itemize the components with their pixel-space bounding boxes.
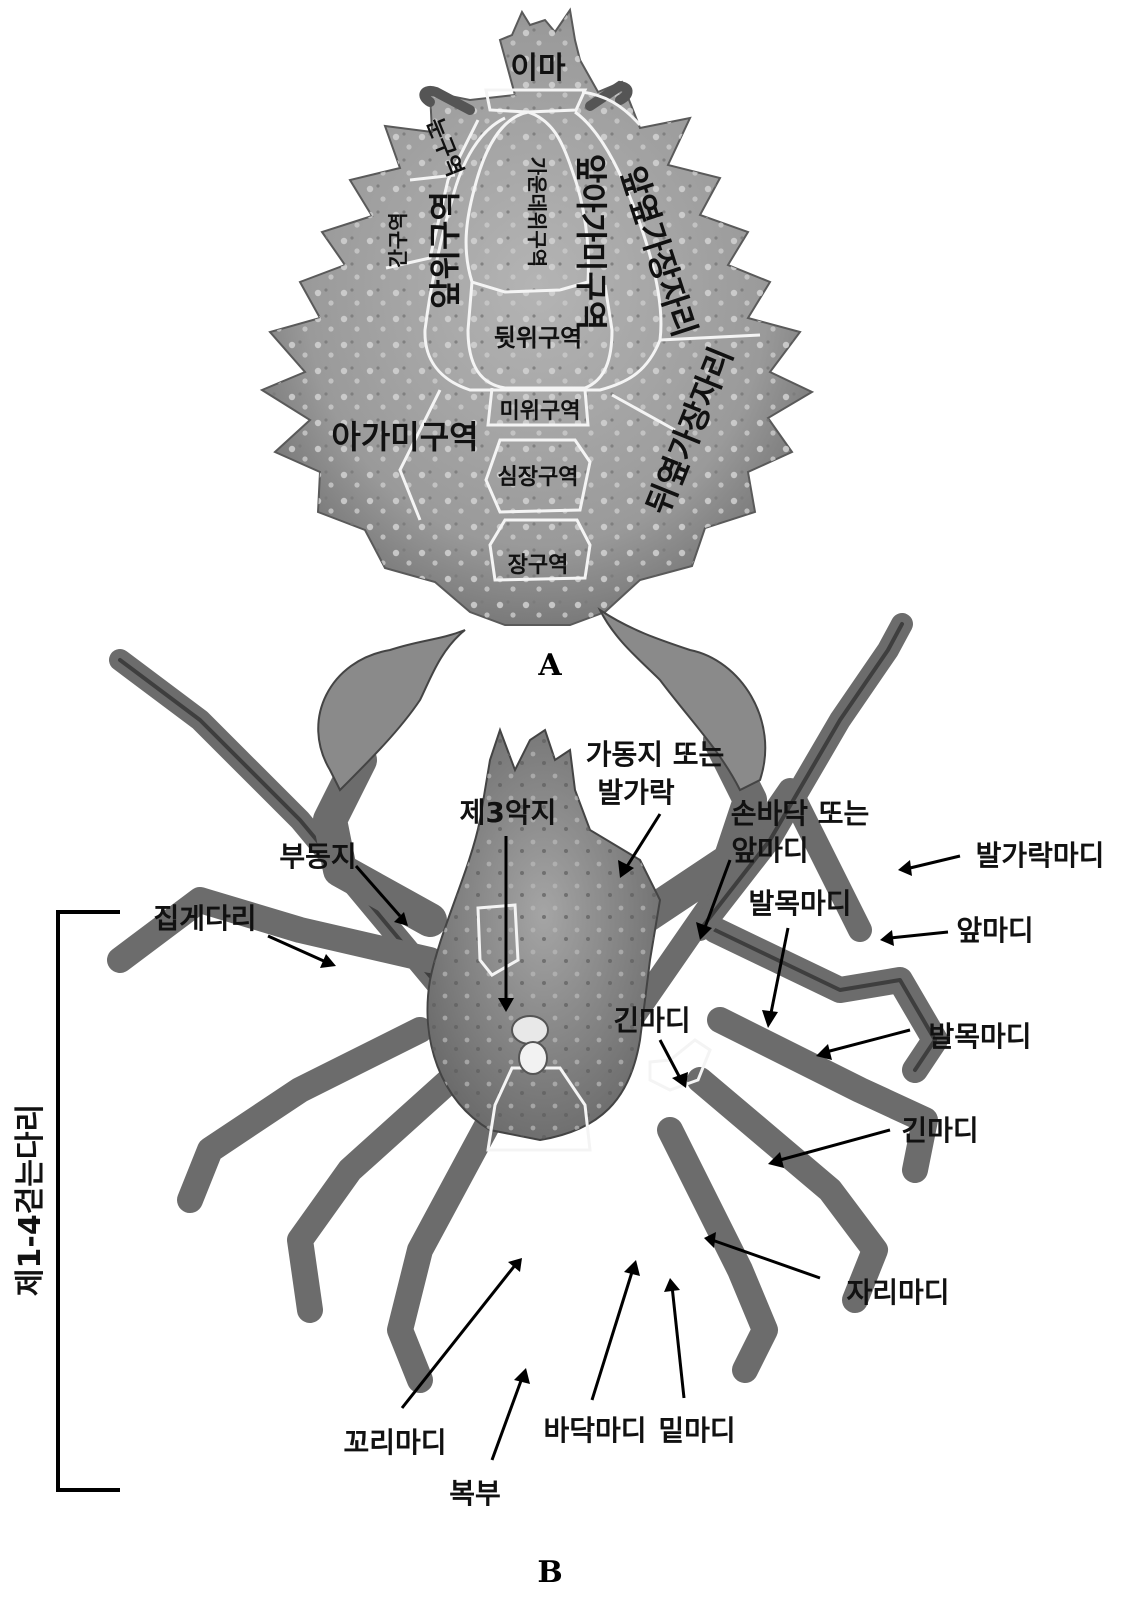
label-intestinal: 장구역 — [508, 553, 569, 578]
label-dactylus-or-finger: 가동지 또는 — [586, 738, 725, 771]
label-protogastric: 앞위구역 — [426, 191, 464, 309]
label-dactylus-or-finger-2: 발가락 — [597, 776, 675, 809]
label-telson: 꼬리마디 — [343, 1426, 446, 1459]
label-dactylus: 발가락마디 — [976, 839, 1105, 872]
label-carpus-cheliped: 발목마디 — [748, 887, 851, 920]
label-cardiac: 심장구역 — [498, 465, 579, 490]
carapace-figure: 이마 눈구역 간구역 앞위구역 가운데위구역 앞아가미구역 앞옆가장자리 뒷위구… — [262, 10, 812, 683]
label-basis: 밑마디 — [658, 1414, 735, 1447]
panel-label-b: B — [537, 1555, 562, 1590]
label-branchial: 아가미구역 — [331, 418, 478, 456]
label-front: 이마 — [510, 51, 566, 86]
label-palm-or-propodus-2: 앞마디 — [731, 834, 808, 867]
label-merus-cheliped: 긴마디 — [613, 1004, 690, 1037]
carapace-tubercles — [262, 10, 812, 625]
label-walking-legs: 제1-4걷는다리 — [13, 1104, 48, 1296]
label-merus: 긴마디 — [901, 1114, 978, 1147]
label-hepatic: 간구역 — [386, 212, 410, 267]
label-fixed-finger: 부동지 — [279, 840, 356, 873]
label-carpus: 발목마디 — [928, 1020, 1031, 1053]
label-palm-or-propodus: 손바닥 또는 — [731, 797, 870, 830]
panel-label-a: A — [537, 648, 562, 683]
label-metagastric: 뒷위구역 — [494, 324, 582, 352]
ventral-crab-figure: 가동지 또는 발가락 제3악지 손바닥 또는 앞마디 발가락마디 부동지 집게다… — [13, 610, 1104, 1590]
walking-legs-bracket — [58, 912, 120, 1490]
label-abdomen: 복부 — [449, 1477, 501, 1510]
label-ischium: 자리마디 — [846, 1276, 949, 1309]
label-epibranchial: 앞아가미구역 — [572, 154, 610, 331]
label-cheliped: 집게다리 — [153, 902, 256, 935]
label-coxa: 바닥마디 — [543, 1414, 646, 1447]
label-mesogastric: 가운데위구역 — [525, 157, 549, 267]
label-propodus: 앞마디 — [956, 914, 1033, 947]
label-third-maxilliped: 제3악지 — [460, 796, 557, 829]
label-urogastric: 미위구역 — [500, 399, 581, 424]
